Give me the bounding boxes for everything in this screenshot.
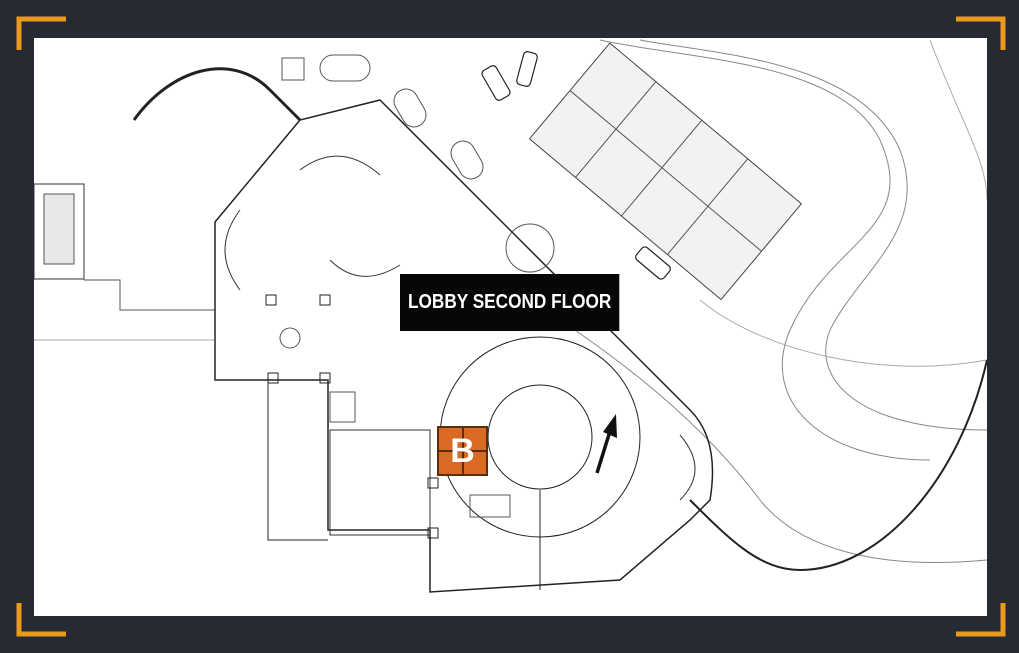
marker-letter: B: [450, 431, 475, 470]
marker-divider: [439, 450, 486, 452]
car-icon: [481, 51, 671, 280]
location-marker-b[interactable]: B: [437, 426, 488, 476]
corner-bracket-icon: [16, 603, 66, 637]
corner-bracket-icon: [16, 16, 66, 50]
floor-plan-drawing: [34, 39, 987, 593]
direction-arrow-icon: [595, 414, 617, 474]
floor-title: LOBBY SECOND FLOOR: [400, 274, 620, 331]
corner-bracket-icon: [956, 603, 1006, 637]
corner-bracket-icon: [956, 16, 1006, 50]
